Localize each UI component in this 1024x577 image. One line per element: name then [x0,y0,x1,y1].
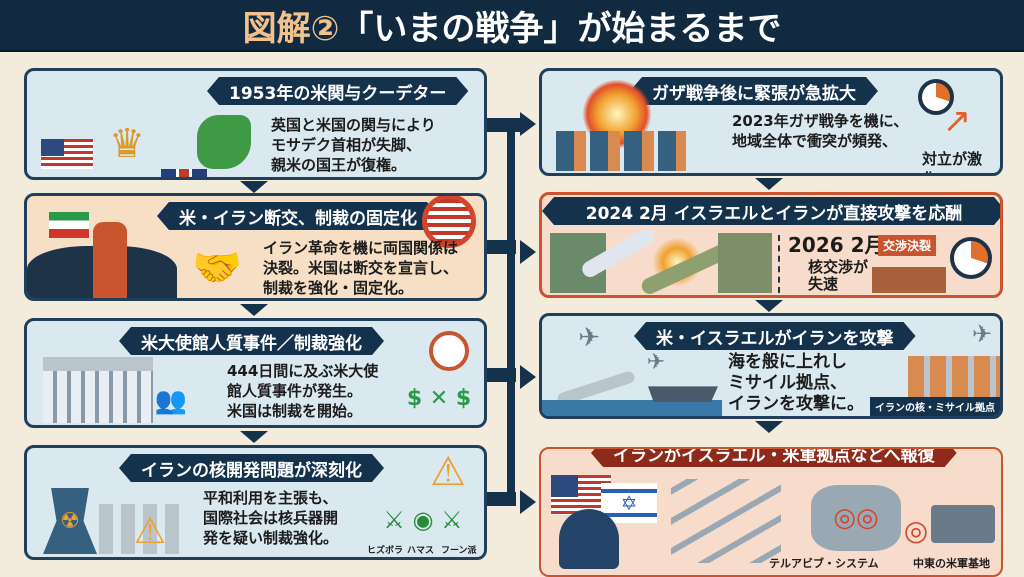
step-title: 米大使館人質事件／制裁強化 [119,327,384,355]
fighter-jet-icon: ✈ [646,349,666,375]
sub-date: 2026 2月 [788,233,885,257]
emblem-label: ハマス [407,546,435,556]
arrow-down [755,421,783,433]
step-nuclear-issue: イランの核開発問題が深刻化 ☢ ⚠ 平和利用を主張も、 国際社会は核兵器開 発を… [24,445,487,560]
burning-ship-icon [648,386,718,402]
militia-emblems-icon: ⚔ ◉ ⚔ [383,506,463,534]
step-title: 2024 2月 イスラエルとイランが直接攻撃を応酬 [542,197,1003,225]
negotiation-table-icon [872,267,946,293]
clock-icon [950,237,992,279]
divider [778,235,780,293]
connector-branch [486,368,516,382]
title-accent: 図解② [242,8,340,49]
step-us-israel-strike: 米・イスラエルがイランを攻撃 ✈ ✈ 海を般に上れし ミサイル拠点、 イランを攻… [539,313,1003,419]
cooling-tower-icon: ☢ [43,488,97,554]
step-severance: 米・イラン断交、制裁の固定化 🤝 イラン革命を機に両国関係は 決裂。米国は断交を… [24,193,487,301]
step-body: 2023年ガザ戦争を機に、 地域全体で衝突が頻発、 [732,112,909,150]
step-title: 米・イスラエルがイランを攻撃 [634,322,916,350]
step-title: 米・イラン断交、制裁の固定化 [157,202,439,230]
fighter-jet-icon: ✈ [578,323,600,353]
nuclear-facility-icon [908,356,1000,400]
clock-icon [429,331,469,371]
sub-body: 核交渉が 失速 [808,258,869,293]
facility-caption: イランの核・ミサイル拠点 [870,397,1000,416]
emblem-label: ヒズボラ [367,546,404,556]
arrow-right [520,112,536,136]
step-hostage-crisis: 米大使館人質事件／制裁強化 👥 $ ✕ $ 444日間に及ぶ米大使 館人質事件が… [24,318,487,428]
crown-icon: ♛ [109,121,145,167]
military-base-icon [931,505,995,543]
fist-icon [93,222,127,298]
page-title: 図解② 「いまの戦争」が始まるまで [0,0,1024,52]
connector-branch [486,492,516,506]
arrow-right [520,240,536,264]
arrow-right [520,365,536,389]
step-body: 平和利用を主張も、 国際社会は核兵器開 発を疑い制裁強化。 [203,489,339,547]
chain-dollar-icon: $ ✕ $ [406,385,472,411]
negotiation-breakdown-tag: 交渉決裂 [878,235,937,256]
step-body: イラン革命を機に両国関係は 決裂。米国は断交を宣言し、 制裁を強化・固定化。 [263,239,459,297]
embassy-building-icon [43,357,153,423]
step-body: 444日間に及ぶ米大使 館人質事件が発生。 米国は制裁を開始。 [227,362,379,420]
step-2024-direct-attacks: 2024 2月 イスラエルとイランが直接攻撃を応酬 2026 2月 核交渉が 失… [539,192,1003,298]
fighter-jet-icon: ✈ [971,320,993,348]
step-title: イランの核開発問題が深刻化 [119,454,384,482]
step-iran-retaliation: イランがイスラエル・米軍拠点などへ報復 ✡ ◎◎ ◎ テルアビブ・システム 中東… [539,447,1003,577]
no-us-flag-icon [422,196,476,248]
hostages-icon: 👥 [154,386,188,416]
iran-map-icon [197,115,251,169]
step-gaza-war: ガザ戦争後に緊張が急拡大 2023年ガザ戦争を機に、 地域全体で衝突が頻発、 ↗… [539,68,1003,176]
sea-ship-icon [542,400,722,416]
arrow-down [240,181,268,193]
iran-flag-icon [49,212,89,238]
emblem-label: フーン派など [441,546,477,556]
title-main: 「いまの戦争」が始まるまで [339,8,782,49]
handshake-icon: 🤝 [192,244,242,291]
connector-branch [486,118,516,132]
arrow-right [520,490,536,514]
connector-stub [515,118,521,132]
arrow-down [755,178,783,190]
connector-branch [486,240,516,254]
iran-map-icon [718,233,772,293]
arrow-down [240,304,268,316]
target-label: テルアビブ・システム [769,557,879,570]
israel-flag-icon: ✡ [601,483,657,523]
warning-icon: ⚠ [133,510,167,552]
target-icon: ◎ [903,513,929,547]
us-flag-icon [41,139,93,169]
arrow-down [755,300,783,312]
uk-flag-icon [161,169,207,177]
arrow-down [240,431,268,443]
clock-icon [918,79,954,115]
leader-icon [559,509,619,569]
rising-trend-icon: ↗ [942,101,972,141]
connector-line [507,118,515,498]
warning-icon: ⚠ [430,449,466,495]
step-1953-coup: 1953年の米関与クーデター ♛ 英国と米国の関与により モサデク首相が失脚、 … [24,68,487,180]
step-title: ガザ戦争後に緊張が急拡大 [630,77,878,105]
step-title: イランがイスラエル・米軍拠点などへ報復 [591,447,957,467]
city-buildings-icon [556,131,686,171]
target-label: 中東の米軍基地 [913,557,990,570]
step-title: 1953年の米関与クーデター [207,77,468,105]
step-body: 英国と米国の関与により モサデク首相が失脚、 親米の国王が復権。 [271,116,436,174]
target-map-icon: ◎◎ [811,485,901,551]
factory-icon [99,504,179,554]
step-body: 海を般に上れし ミサイル拠点、 イランを攻撃に。 [728,352,864,414]
missiles-icon [671,479,781,563]
step-body-2: 対立が激化。 [922,150,983,173]
